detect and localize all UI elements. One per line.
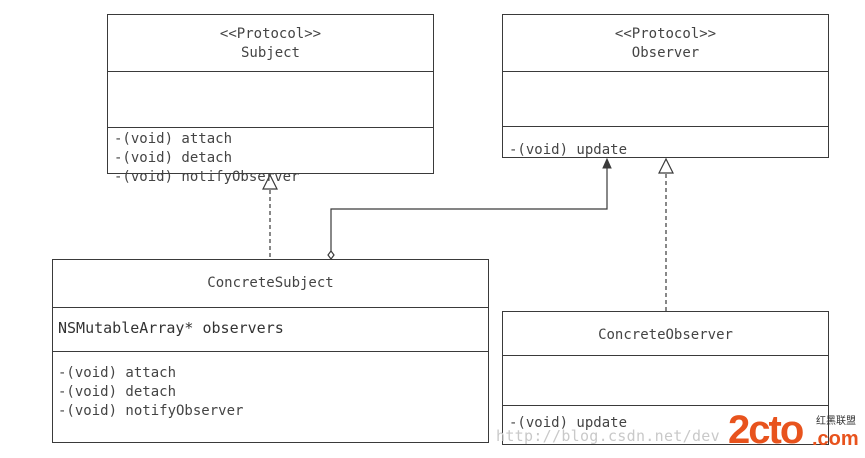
site-logo-tld: .com	[812, 428, 859, 450]
concrete-observer-operation: -(void) update	[509, 415, 628, 431]
class-subject: <<Protocol>> Subject -(void) attach -(vo…	[107, 14, 434, 185]
concrete-observer-title-compartment: ConcreteObserver	[503, 312, 828, 356]
observer-title-compartment: <<Protocol>> Observer	[503, 15, 828, 72]
subject-attributes-compartment	[108, 72, 433, 128]
aggregation-arrowhead	[602, 157, 612, 169]
subject-operation: -(void) detach	[114, 150, 233, 166]
aggregation-diamond	[327, 250, 335, 260]
site-logo: 2cto	[728, 408, 804, 452]
subject-title-compartment: <<Protocol>> Subject	[108, 15, 433, 72]
subject-operations-compartment: -(void) attach -(void) detach -(void) no…	[108, 128, 433, 187]
aggregation-line	[330, 166, 608, 251]
concrete-observer-attributes-compartment	[503, 356, 828, 406]
concrete-subject-attributes-compartment: NSMutableArray* observers	[53, 308, 488, 352]
realization-arrowhead-observer	[658, 157, 674, 174]
concrete-subject-operations-compartment: -(void) attach -(void) detach -(void) no…	[53, 352, 488, 421]
site-logo-subtitle: 红黑联盟	[816, 416, 856, 427]
observer-operations-compartment: -(void) update	[503, 127, 828, 160]
concrete-subject-operation: -(void) attach	[58, 365, 177, 381]
class-concrete-observer: ConcreteObserver -(void) update	[502, 311, 829, 445]
concrete-observer-name: ConcreteObserver	[598, 327, 733, 343]
concrete-subject-operation: -(void) notifyObserver	[58, 403, 244, 419]
observer-stereotype: <<Protocol>>	[614, 26, 717, 42]
watermark-url: http://blog.csdn.net/dev	[496, 427, 720, 445]
observer-name: Observer	[631, 45, 700, 61]
observer-attributes-compartment	[503, 72, 828, 127]
subject-operation: -(void) notifyObserver	[114, 169, 300, 185]
concrete-subject-operation: -(void) detach	[58, 384, 177, 400]
class-observer: <<Protocol>> Observer -(void) update	[502, 14, 829, 158]
subject-operation: -(void) attach	[114, 131, 233, 147]
concrete-subject-name: ConcreteSubject	[207, 275, 334, 291]
class-concrete-subject: ConcreteSubject NSMutableArray* observer…	[52, 259, 489, 443]
observer-operation: -(void) update	[509, 142, 628, 158]
concrete-subject-title-compartment: ConcreteSubject	[53, 260, 488, 308]
subject-stereotype: <<Protocol>>	[219, 26, 322, 42]
concrete-observer-operations-compartment: -(void) update	[503, 406, 828, 433]
concrete-subject-attribute: NSMutableArray* observers	[58, 319, 284, 337]
subject-name: Subject	[240, 45, 300, 61]
realization-arrowhead-subject	[262, 173, 278, 190]
